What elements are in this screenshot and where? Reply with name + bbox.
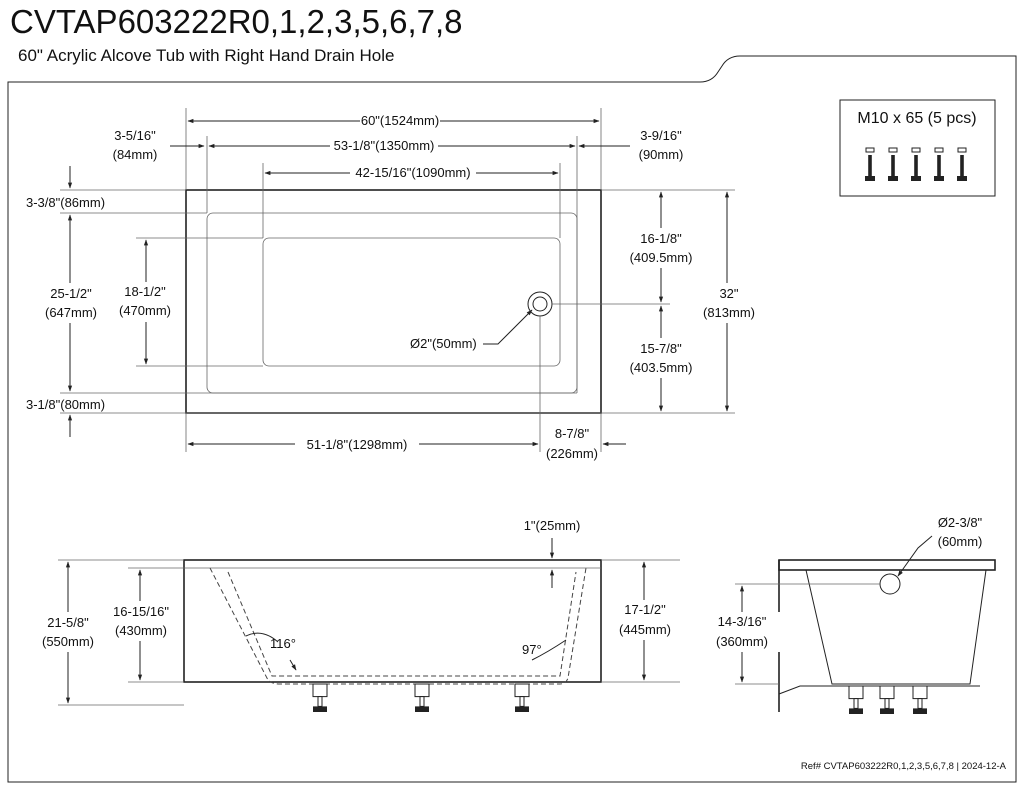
- dim-drain-bottom-mm: (403.5mm): [630, 360, 693, 375]
- sheet-border: [7, 55, 1017, 783]
- leveling-foot: [879, 685, 895, 714]
- front-outer-outline: [183, 559, 602, 683]
- bolt-icon: [934, 147, 944, 181]
- dim-front-right-height-mm: (445mm): [619, 622, 671, 637]
- dim-overall-width: 60"(1524mm): [361, 113, 439, 128]
- dim-overflow-size-mm: (60mm): [938, 534, 983, 549]
- dim-front-right-height: 17-1/2": [624, 602, 666, 617]
- side-view: Ø2-3/8" (60mm) 14-3/16" (360mm): [708, 515, 996, 714]
- dim-drain-top: 16-1/8": [640, 231, 682, 246]
- leveling-foot: [514, 683, 530, 712]
- leveling-foot: [912, 685, 928, 714]
- model-number-title: CVTAP603222R0,1,2,3,5,6,7,8: [10, 3, 463, 40]
- side-leveling-feet: [848, 685, 928, 714]
- bolt-icon: [957, 147, 967, 181]
- dim-left-flange-mm: (84mm): [113, 147, 158, 162]
- hardware-title: M10 x 65 (5 pcs): [857, 110, 976, 127]
- dim-front-inner-height-mm: (430mm): [115, 623, 167, 638]
- bolt-icon: [888, 147, 898, 181]
- hardware-box: M10 x 65 (5 pcs): [839, 99, 996, 197]
- dim-overflow-height-mm: (360mm): [716, 634, 768, 649]
- overflow-hole: [879, 573, 901, 595]
- leveling-foot: [312, 683, 328, 712]
- dim-front-overall-height-mm: (550mm): [42, 634, 94, 649]
- dim-front-inner-height: 16-15/16": [113, 604, 169, 619]
- front-view: 21-5/8" (550mm) 16-15/16" (430mm) 17-1/2…: [38, 518, 680, 712]
- dim-right-flange: 3-9/16": [640, 128, 682, 143]
- dim-bottom-depth-mm: (470mm): [119, 303, 171, 318]
- reference-footer: Ref# CVTAP603222R0,1,2,3,5,6,7,8 | 2024-…: [801, 761, 1007, 772]
- dim-front-left-angle: 116°: [270, 636, 296, 651]
- bolt-icon: [865, 147, 967, 181]
- product-subtitle: 60" Acrylic Alcove Tub with Right Hand D…: [18, 46, 394, 65]
- bolt-icon: [865, 147, 875, 181]
- plan-view: 60"(1524mm) 53-1/8"(1350mm) 42-15/16"(10…: [20, 108, 758, 461]
- leveling-foot: [848, 685, 864, 714]
- front-tub-profile: [209, 567, 587, 685]
- tub-bottom-outline: [262, 237, 561, 367]
- dim-overall-depth: 32": [719, 286, 738, 301]
- dim-drain-size: Ø2"(50mm): [410, 336, 477, 351]
- front-leveling-feet: [312, 683, 530, 712]
- dim-overall-depth-mm: (813mm): [703, 305, 755, 320]
- leveling-foot: [414, 683, 430, 712]
- dim-drain-x-right-mm: (226mm): [546, 446, 598, 461]
- dim-drain-bottom: 15-7/8": [640, 341, 682, 356]
- side-outer-outline: [778, 559, 996, 571]
- dim-overflow-height: 14-3/16": [718, 614, 767, 629]
- dim-drain-x-left: 51-1/8"(1298mm): [307, 437, 408, 452]
- dim-bottom-margin: 3-1/8"(80mm): [26, 397, 105, 412]
- dim-drain-top-mm: (409.5mm): [630, 250, 693, 265]
- dim-front-right-angle: 97°: [522, 642, 542, 657]
- dim-overflow-size: Ø2-3/8": [938, 515, 983, 530]
- drain-hole: [527, 291, 553, 317]
- dim-drain-x-right: 8-7/8": [555, 426, 590, 441]
- dim-inner-depth: 25-1/2": [50, 286, 92, 301]
- tub-outer-outline: [185, 189, 602, 414]
- dim-inner-depth-mm: (647mm): [45, 305, 97, 320]
- dim-left-flange: 3-5/16": [114, 128, 156, 143]
- dim-right-flange-mm: (90mm): [639, 147, 684, 162]
- bolt-icon: [911, 147, 921, 181]
- dim-front-overall-height: 21-5/8": [47, 615, 89, 630]
- dim-inner-rim: 53-1/8"(1350mm): [334, 138, 435, 153]
- dim-top-margin: 3-3/8"(86mm): [26, 195, 105, 210]
- side-tub-profile: [805, 569, 987, 685]
- dim-inner-bottom: 42-15/16"(1090mm): [355, 165, 470, 180]
- dim-front-rim: 1"(25mm): [524, 518, 581, 533]
- dim-bottom-depth: 18-1/2": [124, 284, 166, 299]
